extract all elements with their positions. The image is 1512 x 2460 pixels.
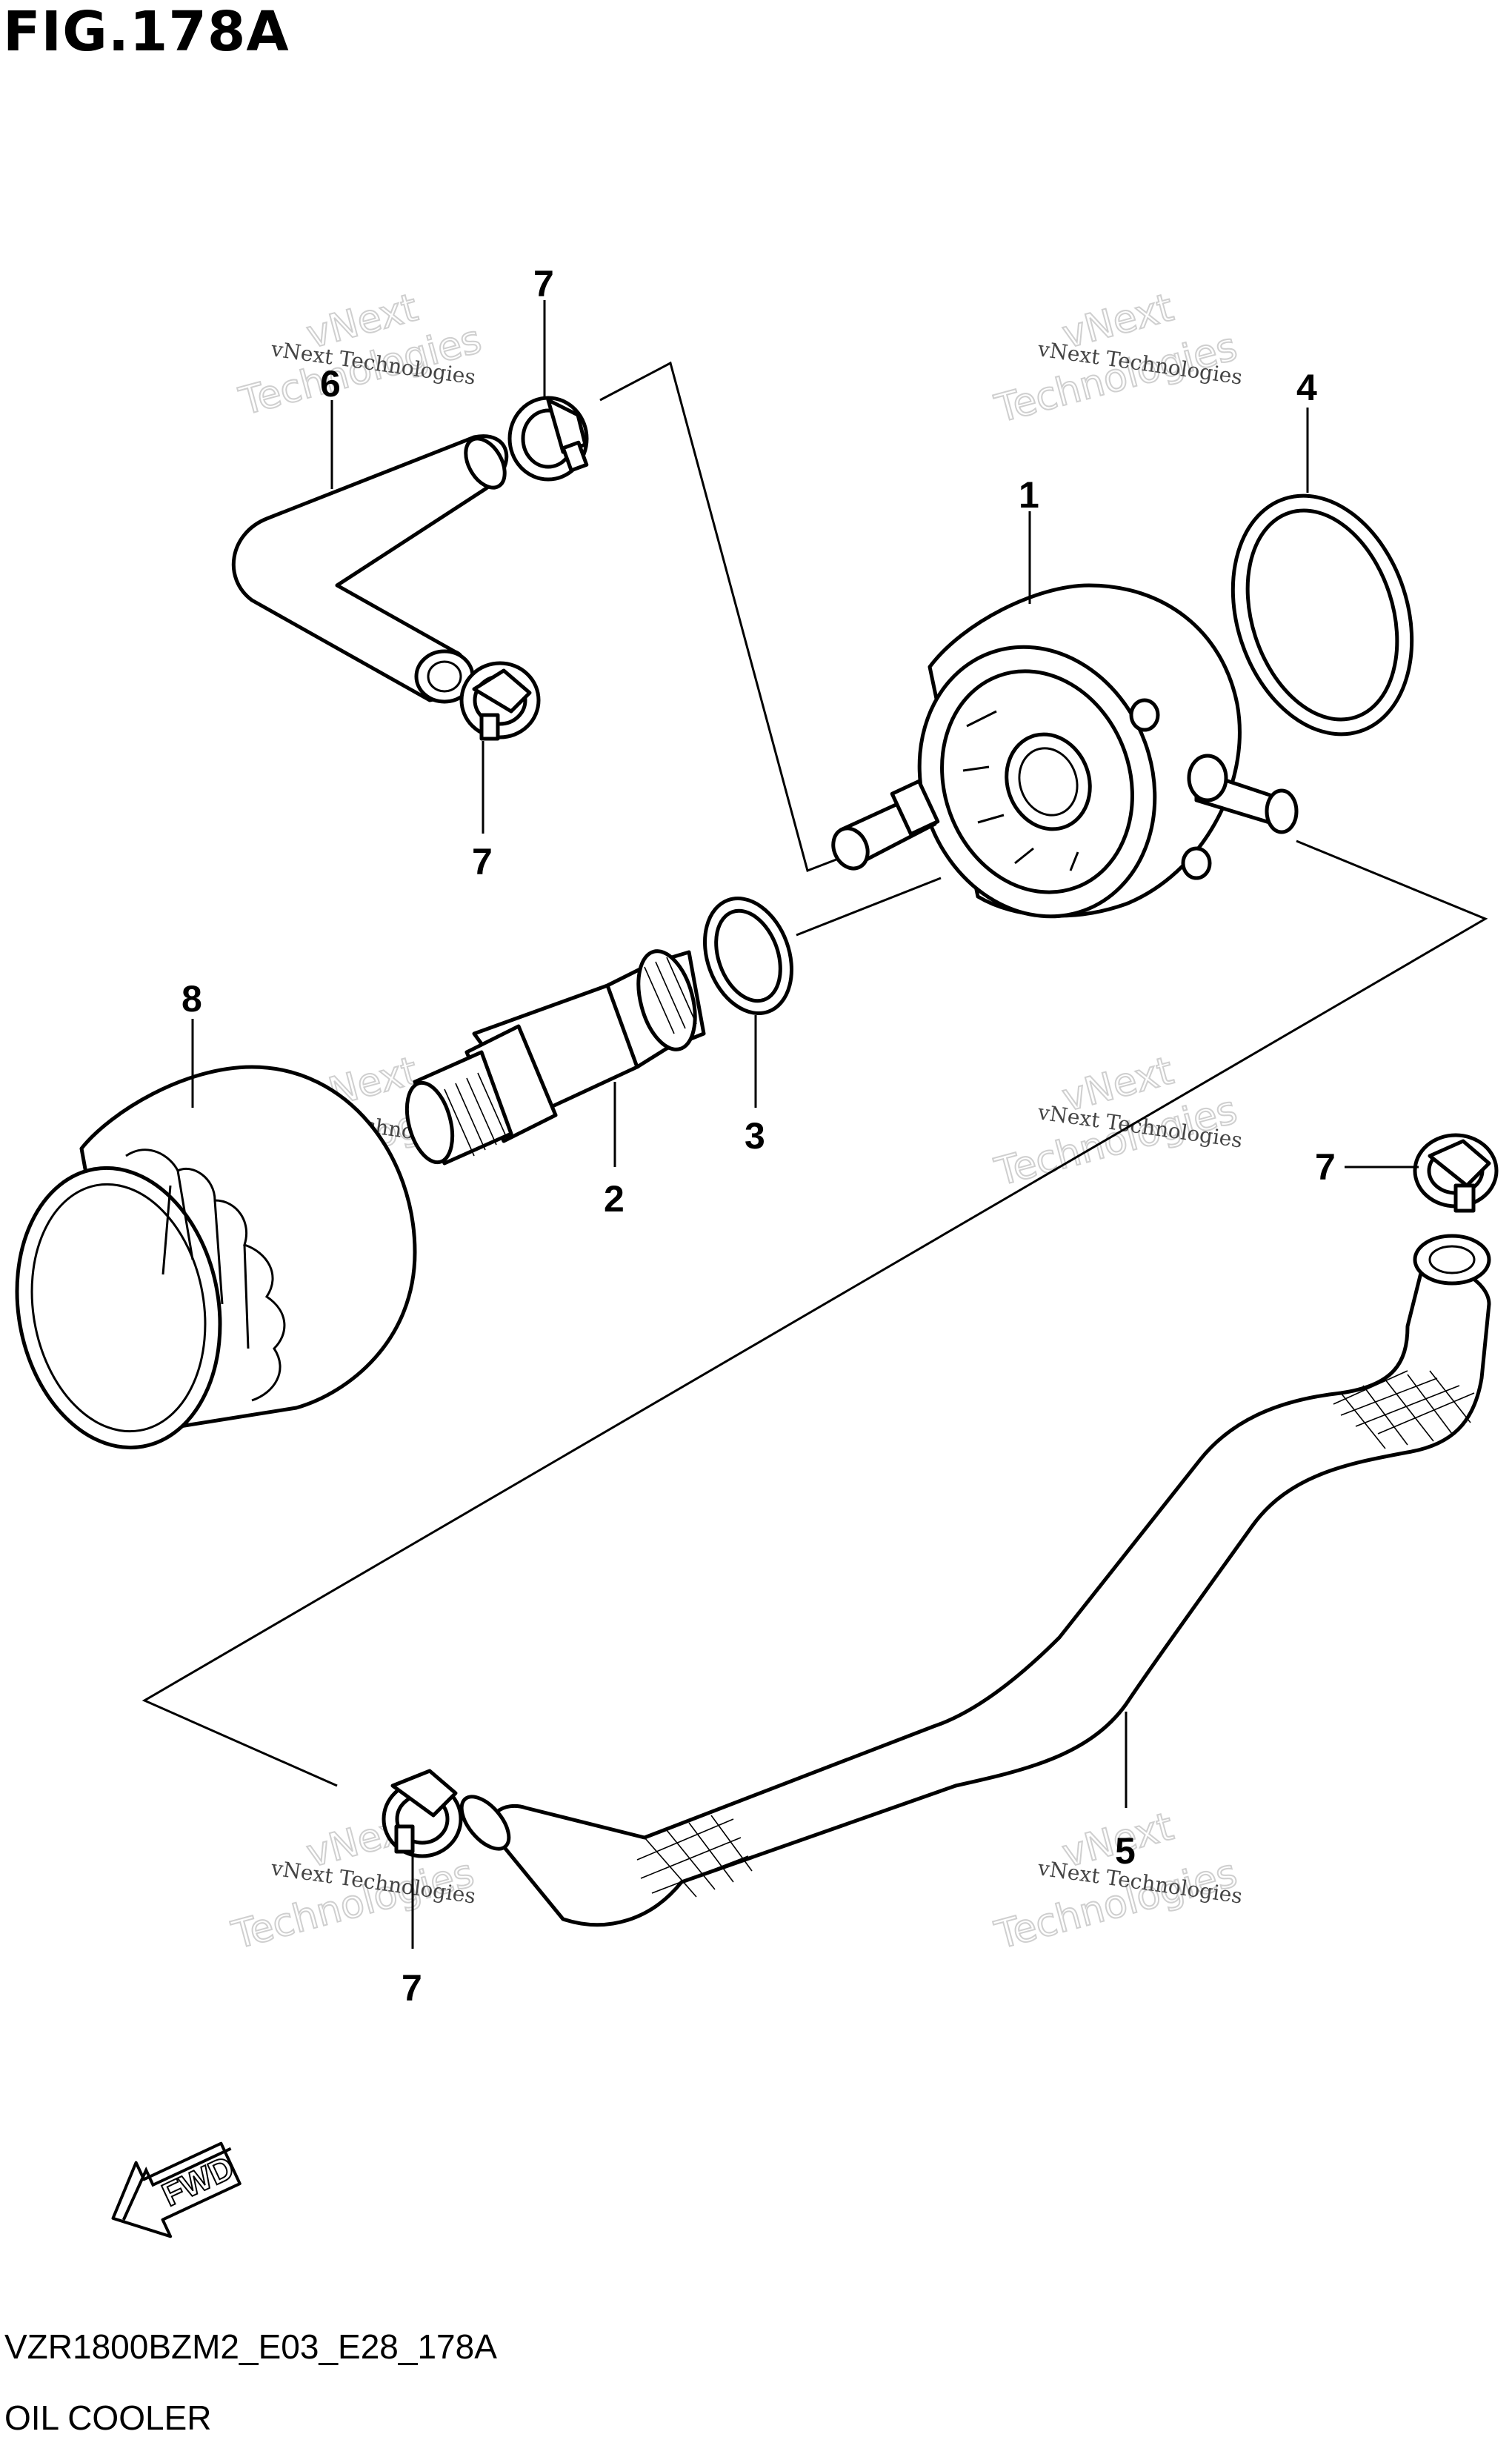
assembly-lines [141,361,1488,1787]
o-ring-part-4 [1230,493,1414,737]
oil-filter-part-8 [15,1065,417,1450]
callout-7-mid: 7 [472,841,493,882]
callout-1: 1 [1019,474,1039,516]
callout-7-bottom: 7 [402,1967,422,2009]
hose-clamp-7-top [507,396,589,482]
callout-8: 8 [181,978,202,1020]
figure-name: OIL COOLER [4,2398,212,2437]
hose-part-5 [459,1234,1491,1927]
hose-part-6 [231,434,509,704]
callout-5: 5 [1115,1830,1136,1872]
callout-7-right: 7 [1315,1146,1336,1188]
callout-2: 2 [604,1178,625,1220]
hose-clamp-7-right [1413,1133,1499,1213]
callout-6: 6 [320,363,341,405]
callout-numbers: 7 6 7 1 4 3 2 8 7 5 7 [181,263,1336,2009]
watermark-top-right: Technologies vNext vNext Technologies [990,285,1244,433]
callout-3: 3 [745,1115,765,1157]
hose-clamp-7-bottom [382,1769,463,1858]
callout-7-top: 7 [533,263,554,305]
leader-lines [191,300,1419,1949]
oil-cooler-part-1 [831,583,1299,919]
hose-clamp-7-mid [459,661,541,741]
union-bolt-part-2 [404,949,706,1166]
figure-title: FIG.178A [3,0,290,64]
watermark-top-left: Technologies vNext vNext Technologies [234,285,487,425]
callout-4: 4 [1296,367,1317,408]
figure-code: VZR1800BZM2_E03_E28_178A [4,2327,497,2366]
o-ring-part-3 [703,897,793,1015]
watermark-bottom-right: Technologies vNext vNext Technologies [990,1804,1244,1959]
fwd-arrow-icon: FWD [111,2141,242,2238]
watermark-middle-right: Technologies vNext vNext Technologies [990,1048,1244,1196]
